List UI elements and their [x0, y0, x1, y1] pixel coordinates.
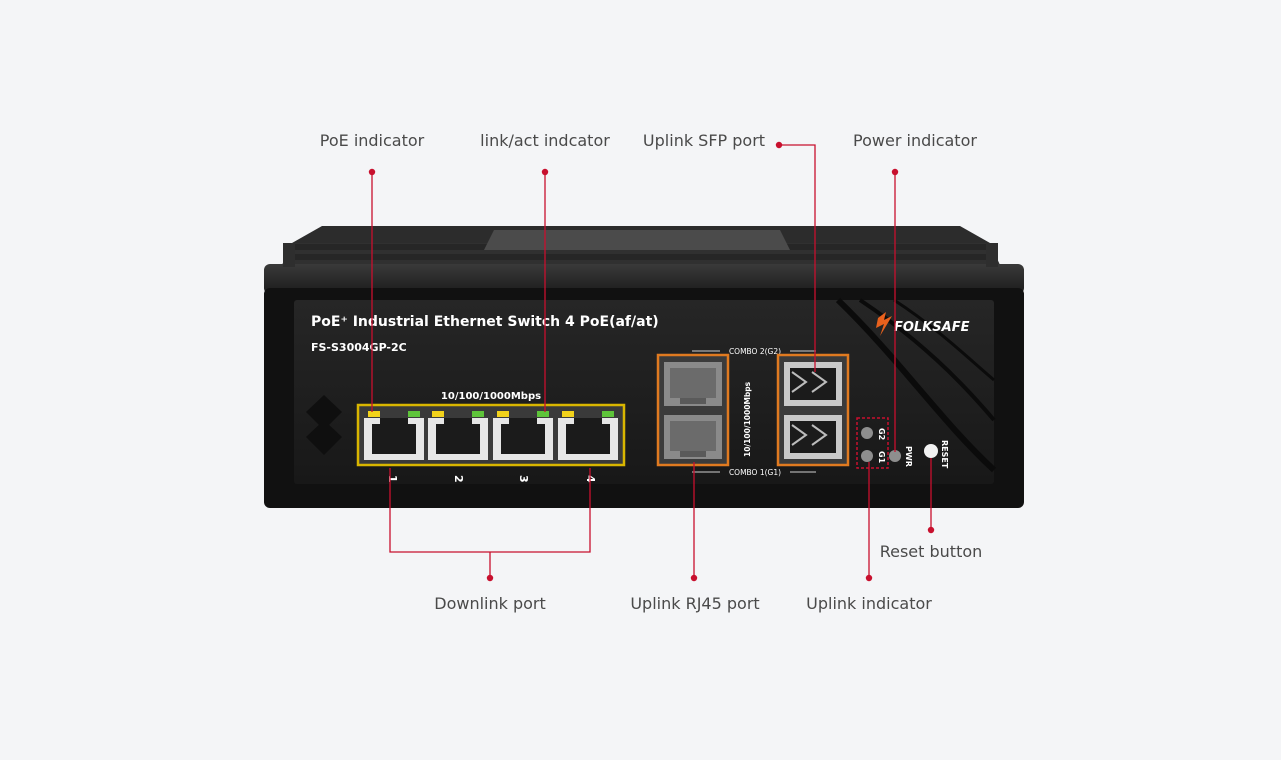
reset-label: RESET — [940, 440, 949, 469]
poe-led-4 — [562, 411, 574, 417]
brand-flame-icon — [876, 312, 892, 336]
callout-poe-indicator: PoE indicator — [319, 131, 425, 150]
link-led-1 — [408, 411, 420, 417]
pwr-label: PWR — [904, 446, 913, 467]
uplink-rj45-block — [656, 353, 730, 467]
g2-label: G2 — [877, 428, 886, 440]
uplink-rj45-port-g1[interactable] — [664, 415, 722, 459]
downlink-port-block — [356, 403, 626, 467]
power-led — [889, 450, 901, 462]
rj45-port-1[interactable] — [364, 411, 424, 460]
g1-led — [861, 450, 873, 462]
callout-uplink-sfp-port: Uplink SFP port — [642, 131, 766, 150]
callout-reset-button: Reset button — [879, 542, 983, 561]
combo1-label: COMBO 1(G1) — [729, 468, 781, 477]
flame-logo-icon — [306, 395, 342, 455]
link-led-2 — [472, 411, 484, 417]
sfp-port-g2[interactable] — [784, 362, 842, 406]
port-number-1: 1 — [386, 475, 399, 483]
speed-label: 10/100/1000Mbps — [441, 391, 541, 402]
link-led-4 — [602, 411, 614, 417]
callout-dots — [368, 141, 935, 582]
callout-power-indicator: Power indicator — [853, 131, 977, 150]
combo2-label: COMBO 2(G2) — [729, 347, 781, 356]
reset-button[interactable] — [924, 444, 938, 458]
brand-name: FOLKSAFE — [894, 320, 970, 335]
poe-led-2 — [432, 411, 444, 417]
link-led-3 — [537, 411, 549, 417]
uplink-indicator-highlight — [856, 417, 889, 469]
callout-link-act-indicator: link/act indcator — [480, 131, 610, 150]
callout-leaders — [371, 144, 932, 578]
brand-logo: FOLKSAFE — [876, 312, 970, 336]
port-number-3: 3 — [517, 475, 530, 483]
callout-downlink-port: Downlink port — [434, 594, 546, 613]
device-title: PoE⁺ Industrial Ethernet Switch 4 PoE(af… — [311, 314, 659, 330]
sfp-port-g1[interactable] — [784, 415, 842, 459]
g2-led — [861, 427, 873, 439]
rj45-port-4[interactable] — [558, 411, 618, 460]
callout-uplink-rj45-port: Uplink RJ45 port — [630, 594, 760, 613]
device-model: FS-S3004GP-2C — [311, 341, 407, 354]
port-number-2: 2 — [452, 475, 465, 483]
rj45-port-3[interactable] — [493, 411, 553, 460]
combo-speed-label: 10/100/1000Mbps — [743, 381, 752, 457]
poe-led-3 — [497, 411, 509, 417]
uplink-rj45-port-g2[interactable] — [664, 362, 722, 406]
chassis-top — [264, 226, 1024, 294]
callout-uplink-indicator: Uplink indicator — [806, 594, 932, 613]
poe-led-1 — [368, 411, 380, 417]
rj45-port-2[interactable] — [428, 411, 488, 460]
uplink-sfp-block — [776, 353, 850, 467]
g1-label: G1 — [877, 451, 886, 464]
